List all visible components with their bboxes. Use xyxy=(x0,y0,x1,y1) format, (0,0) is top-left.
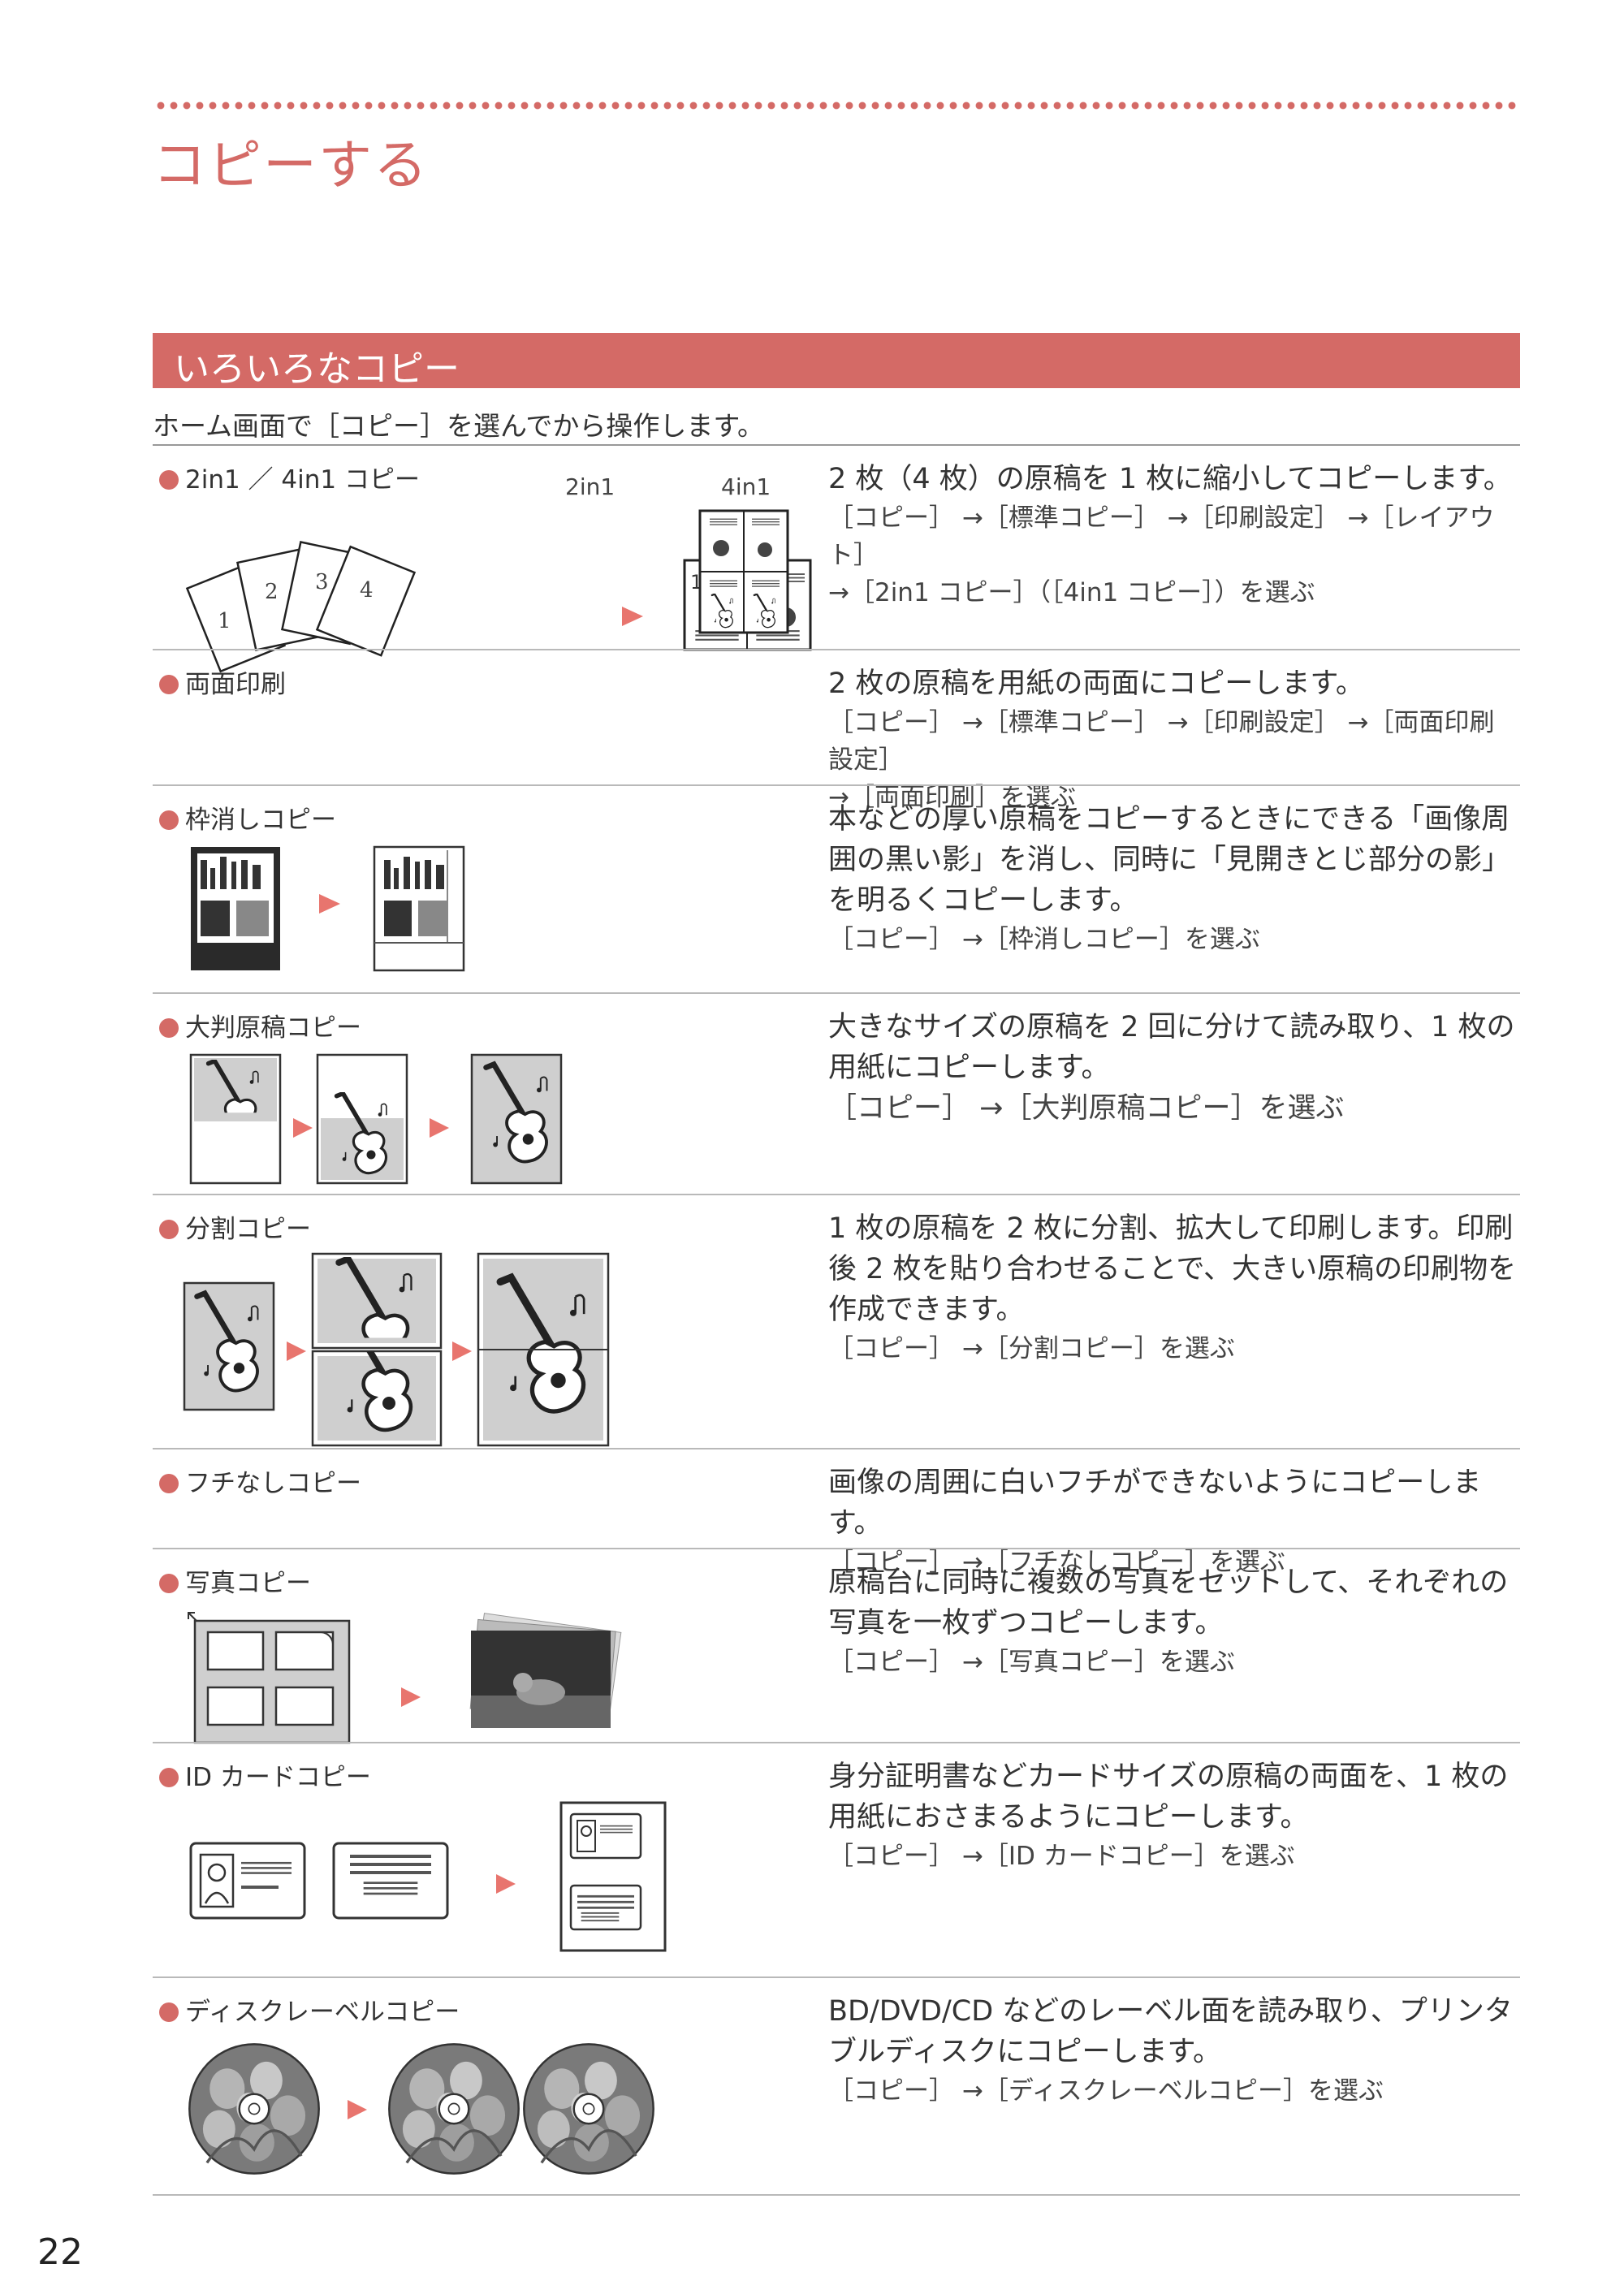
item-title: 枠消しコピー xyxy=(159,799,336,836)
item-description: 2 枚の原稿を用紙の両面にコピーします。 ［コピー］ →［標準コピー］ →［印刷… xyxy=(828,663,1518,816)
item-description: BD/DVD/CD などのレーベル面を読み取り、プリンタ ブルディスクにコピーし… xyxy=(828,1991,1518,2110)
item-description: 画像の周囲に白いフチができないようにコピーします。 ［コピー］ →［フチなしコピ… xyxy=(828,1462,1518,1581)
divider xyxy=(153,444,1520,446)
description-text: ブルディスクにコピーします。 xyxy=(828,2036,1222,2068)
svg-text:4: 4 xyxy=(360,578,374,603)
item-description: 原稿台に同時に複数の写真をセットして、それぞれの 写真を一枚ずつコピーします。 … xyxy=(828,1562,1518,1681)
disc-icon xyxy=(522,2042,655,2175)
description-text: BD/DVD/CD などのレーベル面を読み取り、プリンタ xyxy=(828,1995,1513,2028)
description-text: 囲の黒い影」を消し、同時に「見開きとじ部分の影」 xyxy=(828,844,1511,876)
page-number: 22 xyxy=(37,2231,83,2273)
arrow-icon xyxy=(293,1118,313,1138)
split-copy-illustration xyxy=(183,1252,610,1447)
description-text: 2 枚（4 枚）の原稿を 1 枚に縮小してコピーします。 xyxy=(828,463,1512,495)
description-text: を明るくコピーします。 xyxy=(828,884,1138,917)
item-title: 分割コピー xyxy=(159,1208,311,1245)
menu-path: ［コピー］ →［枠消しコピー］を選ぶ xyxy=(828,925,1260,954)
svg-text:3: 3 xyxy=(315,570,329,594)
description-text: 1 枚の原稿を 2 枚に分割、拡大して印刷します。印刷 xyxy=(828,1212,1514,1245)
description-text: 画像の周囲に白いフチができないようにコピーします。 xyxy=(828,1467,1482,1540)
menu-path: ［コピー］ →［標準コピー］ →［印刷設定］ →［両面印刷設定］ xyxy=(828,708,1495,775)
arrow-icon xyxy=(287,1341,306,1361)
item-description: 2 枚（4 枚）の原稿を 1 枚に縮小してコピーします。 ［コピー］ →［標準コ… xyxy=(828,459,1518,611)
arrow-icon xyxy=(401,1687,421,1707)
divider xyxy=(153,649,1520,650)
menu-path: →［2in1 コピー］（［4in1 コピー］）を選ぶ xyxy=(828,578,1315,607)
item-description: 本などの厚い原稿をコピーするときにできる「画像周 囲の黒い影」を消し、同時に「見… xyxy=(828,799,1518,958)
menu-path: ［コピー］ →［ID カードコピー］を選ぶ xyxy=(828,1842,1295,1871)
label-2in1: 2in1 xyxy=(565,473,615,500)
description-text: 本などの厚い原稿をコピーするときにできる「画像周 xyxy=(828,803,1510,836)
menu-path: →［両面印刷］を選ぶ xyxy=(828,783,1076,812)
section-title: いろいろなコピー xyxy=(174,348,460,390)
divider xyxy=(153,1742,1520,1743)
divider xyxy=(153,1448,1520,1449)
svg-text:2: 2 xyxy=(265,580,279,604)
description-text: 後 2 枚を貼り合わせることで、大きい原稿の印刷物を xyxy=(828,1253,1517,1285)
item-description: 大きなサイズの原稿を 2 回に分けて読み取り、1 枚の 用紙にコピーします。 ［… xyxy=(828,1007,1518,1129)
menu-path: ［コピー］ →［フチなしコピー］を選ぶ xyxy=(828,1548,1285,1577)
page-title: コピーする xyxy=(153,134,429,197)
disc-icon xyxy=(387,2042,520,2175)
svg-text:1: 1 xyxy=(218,609,231,633)
arrow-icon xyxy=(496,1874,516,1894)
item-title: 両面印刷 xyxy=(159,663,286,700)
menu-path: ［コピー］ →［ディスクレーベルコピー］を選ぶ xyxy=(828,2076,1384,2106)
item-description: 身分証明書などカードサイズの原稿の両面を、1 枚の 用紙におさまるようにコピーし… xyxy=(828,1756,1518,1875)
divider xyxy=(153,784,1520,786)
description-text: 作成できます。 xyxy=(828,1294,1025,1326)
arrow-icon xyxy=(452,1341,472,1361)
label-4in1: 4in1 xyxy=(721,473,771,500)
arrow-icon xyxy=(622,607,643,626)
disc-icon xyxy=(188,2042,321,2175)
large-original-illustration xyxy=(189,1053,563,1185)
menu-path: ［コピー］ →［標準コピー］ →［印刷設定］ →［レイアウト］ xyxy=(828,503,1495,570)
item-title: 大判原稿コピー xyxy=(159,1007,361,1043)
menu-path: ［コピー］ →［大判原稿コピー］を選ぶ xyxy=(828,1092,1345,1125)
item-title: フチなしコピー xyxy=(159,1462,361,1499)
header-dotted-rule xyxy=(154,99,1520,112)
id-card-illustration xyxy=(189,1801,667,1952)
4in1-result xyxy=(698,509,789,634)
item-title: ID カードコピー xyxy=(159,1756,371,1793)
item-title: ディスクレーベルコピー xyxy=(159,1991,460,2028)
divider xyxy=(153,1194,1520,1195)
arrow-icon xyxy=(348,2100,367,2119)
item-title: 写真コピー xyxy=(159,1562,311,1599)
arrow-icon xyxy=(430,1118,449,1138)
description-text: 用紙にコピーします。 xyxy=(828,1052,1110,1084)
item-description: 1 枚の原稿を 2 枚に分割、拡大して印刷します。印刷 後 2 枚を貼り合わせる… xyxy=(828,1208,1518,1367)
description-text: 用紙におさまるようにコピーします。 xyxy=(828,1801,1309,1834)
item-title: 2in1 ／ 4in1 コピー xyxy=(159,459,420,495)
section-intro: ホーム画面で［コピー］を選んでから操作します。 xyxy=(153,410,765,442)
divider xyxy=(153,1976,1520,1978)
menu-path: ［コピー］ →［分割コピー］を選ぶ xyxy=(828,1334,1235,1363)
menu-path: ［コピー］ →［写真コピー］を選ぶ xyxy=(828,1648,1235,1677)
arrow-icon xyxy=(319,894,340,914)
description-text: 大きなサイズの原稿を 2 回に分けて読み取り、1 枚の xyxy=(828,1011,1515,1043)
section-header: いろいろなコピー xyxy=(153,333,1520,390)
divider xyxy=(153,992,1520,994)
photo-copy-illustration xyxy=(188,1612,622,1744)
description-text: 写真を一枚ずつコピーします。 xyxy=(828,1607,1224,1639)
divider xyxy=(153,1548,1520,1549)
disc-label-illustration xyxy=(188,2042,655,2175)
original-pages xyxy=(185,540,417,673)
description-text: 身分証明書などカードサイズの原稿の両面を、1 枚の xyxy=(828,1760,1509,1793)
description-text: 原稿台に同時に複数の写真をセットして、それぞれの xyxy=(828,1566,1509,1599)
frame-erase-illustration xyxy=(191,845,465,972)
divider xyxy=(153,2194,1520,2196)
description-text: 2 枚の原稿を用紙の両面にコピーします。 xyxy=(828,667,1364,700)
